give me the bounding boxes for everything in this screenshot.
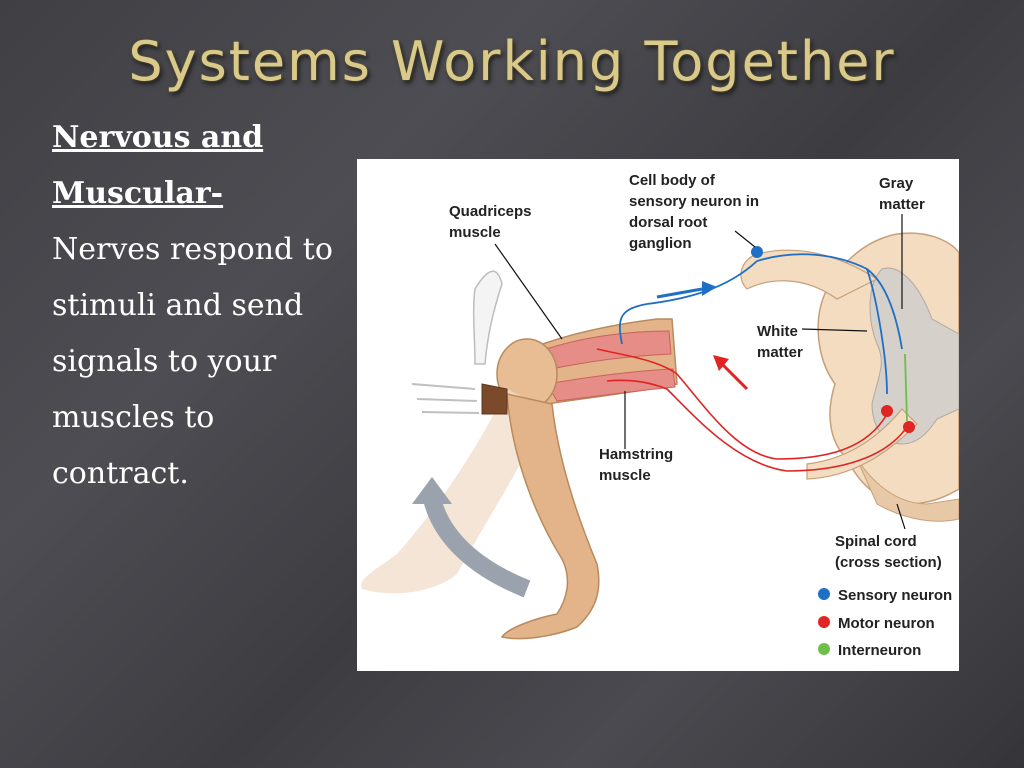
leg-movement-arrow <box>423 496 531 598</box>
motor-arrowhead <box>713 355 729 371</box>
hamstring-muscle <box>546 368 676 402</box>
label-gray-2: matter <box>879 196 925 213</box>
interneuron-path <box>904 353 908 422</box>
reflex-diagram: Cell body of sensory neuron in dorsal ro… <box>357 159 959 671</box>
motor-cell-body-1 <box>881 405 893 417</box>
slide-title: Systems Working Together <box>128 30 896 93</box>
motor-cell-body-2 <box>903 421 915 433</box>
ventral-root <box>806 408 918 480</box>
label-cell-body-4: ganglion <box>629 235 692 252</box>
leg-movement-arrowhead <box>412 477 452 504</box>
label-cell-body-1: Cell body of <box>629 172 716 189</box>
label-quadriceps-1: Quadriceps <box>449 203 532 220</box>
text-block: Nervous and Muscular- Nerves respond to … <box>52 110 352 502</box>
label-white-1: White <box>757 323 798 340</box>
sensory-arrow <box>656 287 703 299</box>
heading-line-2: Muscular- <box>52 176 224 211</box>
label-white-2: matter <box>757 344 803 361</box>
label-spinal-1: Spinal cord <box>835 533 917 550</box>
motor-arrow <box>720 362 749 391</box>
label-gray-1: Gray <box>879 175 914 192</box>
label-cell-body-3: dorsal root <box>629 214 707 231</box>
legend-dot-sensory <box>818 588 830 600</box>
motion-lines <box>411 383 480 414</box>
legend-label-interneuron: Interneuron <box>838 642 921 659</box>
legend-dot-motor <box>818 616 830 628</box>
reflex-hammer-head <box>481 383 508 415</box>
heading-line-1: Nervous and <box>52 120 264 155</box>
reflex-diagram-svg: Cell body of sensory neuron in dorsal ro… <box>361 172 959 659</box>
reflex-hammer-handle <box>472 270 503 365</box>
legend: Sensory neuron Motor neuron Interneuron <box>818 587 952 659</box>
quadriceps-muscle <box>531 330 672 372</box>
label-cell-body-2: sensory neuron in <box>629 193 759 210</box>
leader-lines <box>494 214 906 530</box>
spinal-cord-lower <box>856 458 959 522</box>
label-hamstring-1: Hamstring <box>599 446 673 463</box>
legend-label-motor: Motor neuron <box>838 615 935 632</box>
label-quadriceps-2: muscle <box>449 224 501 241</box>
body-text: Nerves respond to stimuli and send signa… <box>52 232 333 491</box>
sensory-neuron-path <box>619 253 903 395</box>
ghost-lower-leg <box>361 389 547 594</box>
sensory-arrowhead <box>702 281 717 296</box>
lower-leg <box>500 393 600 640</box>
motor-neuron-path <box>596 348 910 472</box>
label-spinal-2: (cross section) <box>835 554 942 571</box>
legend-dot-interneuron <box>818 643 830 655</box>
sensory-cell-body <box>751 246 763 258</box>
legend-label-sensory: Sensory neuron <box>838 587 952 604</box>
label-hamstring-2: muscle <box>599 467 651 484</box>
